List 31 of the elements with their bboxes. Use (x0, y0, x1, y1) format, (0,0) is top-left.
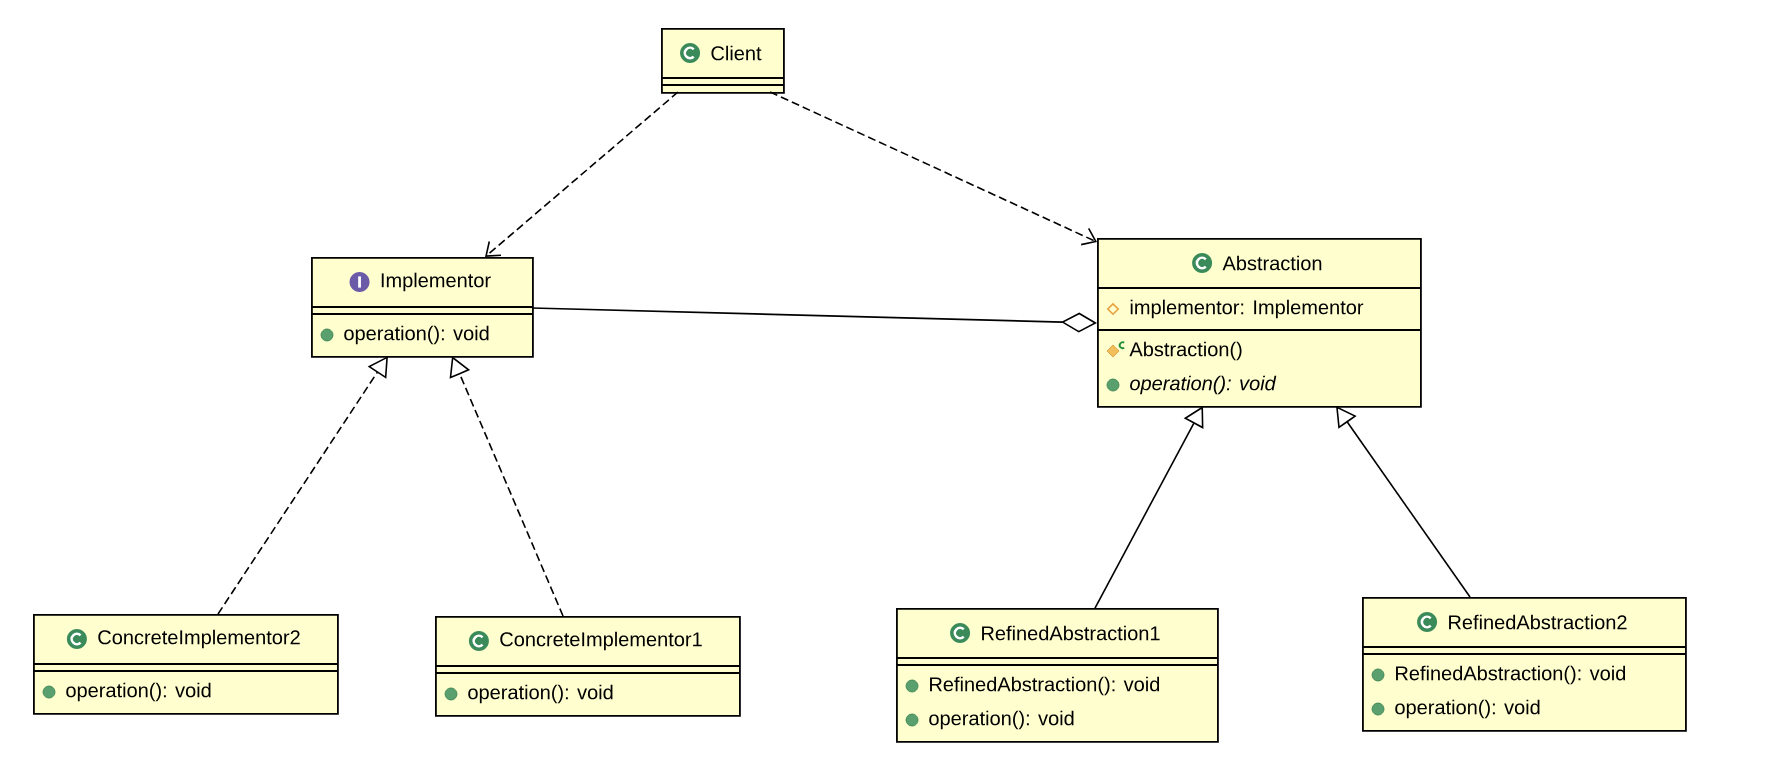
class-box (310, 257, 534, 358)
class-name: Implementor (381, 272, 491, 292)
class-box (895, 608, 1219, 743)
class-name: RefinedAbstraction1 (982, 625, 1160, 641)
method-text: operation(): void (929, 710, 1074, 730)
class-name: RefinedAbstraction2 (1449, 614, 1627, 630)
dependency-arrow (769, 91, 1098, 246)
class-name: Client (711, 45, 762, 61)
method-text: RefinedAbstraction(): void (1396, 665, 1626, 685)
method-text: operation(): void (344, 325, 489, 345)
class-box (1361, 597, 1687, 732)
class-box (32, 614, 339, 715)
class-box (1096, 238, 1422, 408)
class-box (660, 28, 785, 94)
attribute-text: implementor: Implementor (1130, 299, 1364, 319)
method-text: RefinedAbstraction(): void (930, 676, 1160, 696)
class-name: ConcreteImplementor2 (98, 629, 300, 649)
class-box (434, 616, 741, 717)
aggregation-line (531, 307, 1097, 333)
method-text: operation(): void (1130, 375, 1277, 395)
method-text: operation(): void (66, 682, 211, 702)
inheritance-arrow (1094, 406, 1204, 609)
class-name: ConcreteImplementor1 (500, 631, 702, 651)
inheritance-arrow (1336, 406, 1471, 598)
dependency-arrow (485, 91, 679, 257)
inheritance-arrow (217, 356, 388, 615)
class-name: Abstraction (1222, 255, 1322, 271)
method-text: operation(): void (468, 684, 613, 704)
method-text: operation(): void (1395, 699, 1540, 719)
inheritance-arrow (449, 356, 564, 617)
method-text: Abstraction() (1129, 341, 1242, 361)
